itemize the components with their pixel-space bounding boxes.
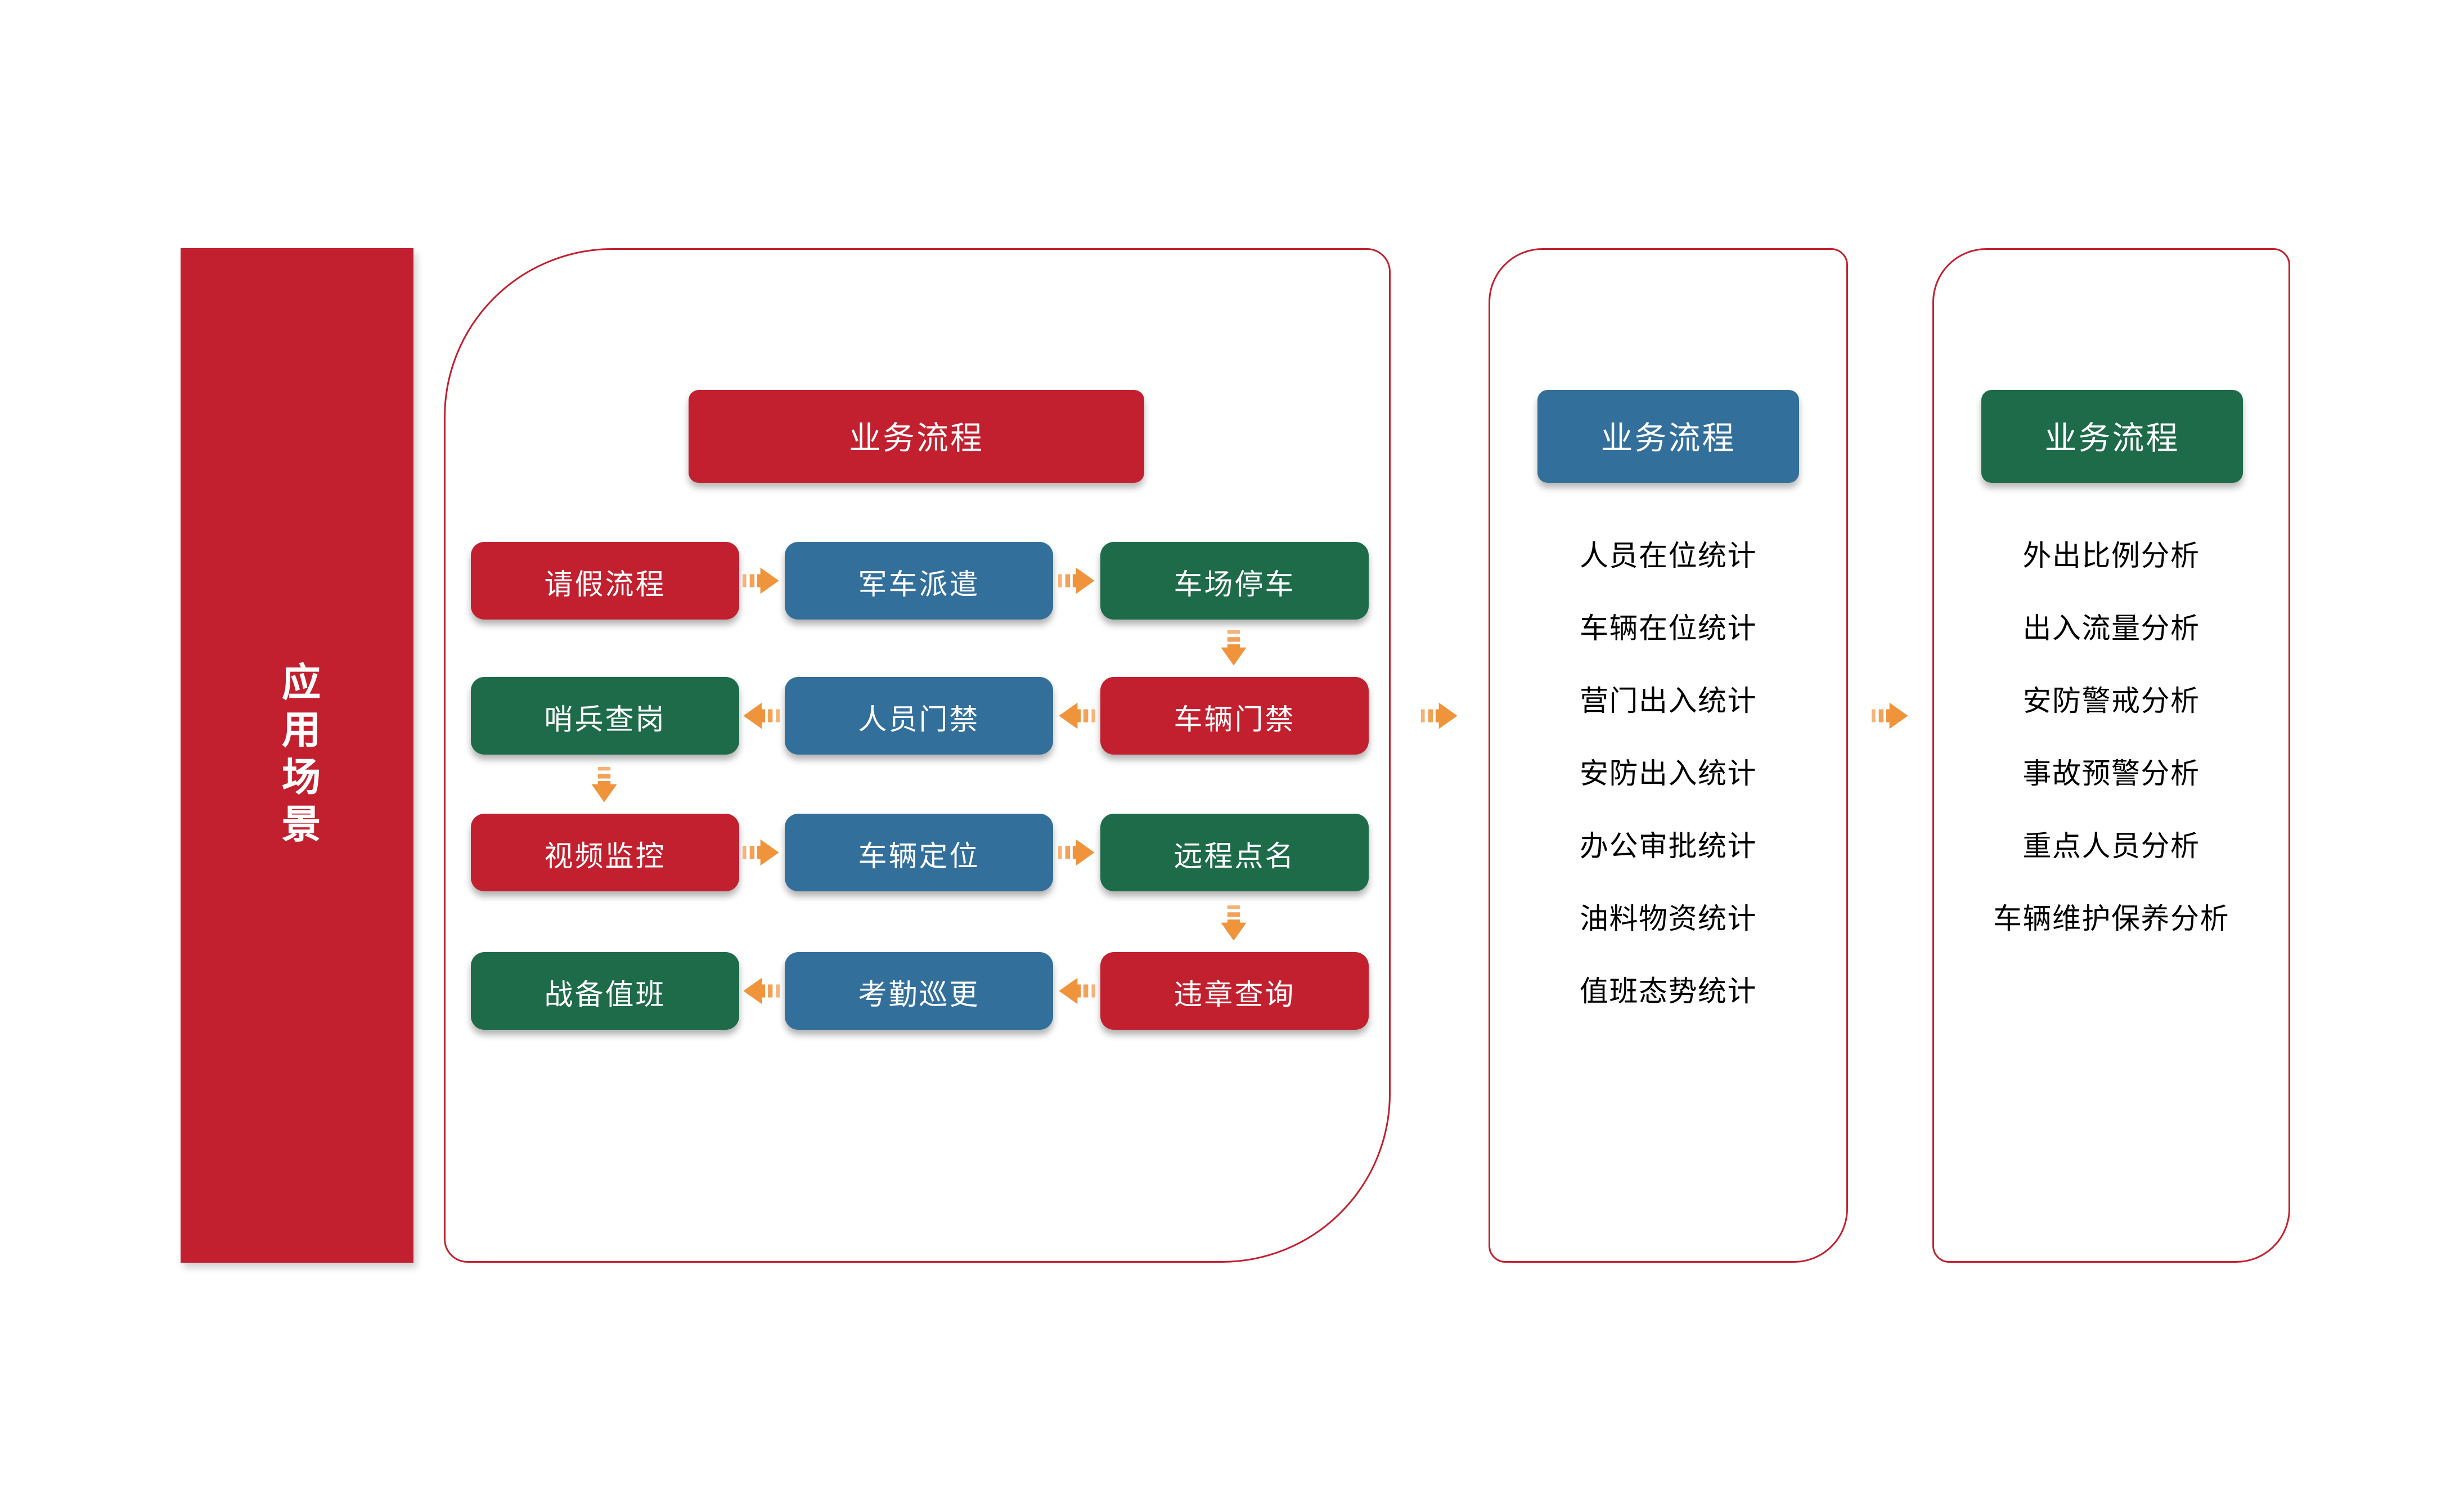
flow-box-vehicle-access: 车辆门禁	[1100, 677, 1369, 755]
flow-box-violation-query: 违章查询	[1100, 952, 1369, 1030]
list-item: 安防出入统计	[1580, 758, 1757, 790]
list-item: 出入流量分析	[2022, 613, 2200, 645]
list-item: 值班态势统计	[1580, 976, 1757, 1008]
flow-arrow-left-icon	[743, 976, 780, 1006]
list-item: 安防警戒分析	[2022, 685, 2200, 717]
flow-panel-header: 业务流程	[689, 390, 1144, 483]
flow-arrow-left-icon	[1058, 976, 1095, 1006]
analysis-list: 外出比例分析 出入流量分析 安防警戒分析 事故预警分析 重点人员分析 车辆维护保…	[1932, 520, 2290, 955]
flow-box-sentry-inspection: 哨兵查岗	[471, 677, 739, 755]
flow-arrow-down-icon	[1220, 901, 1247, 945]
list-item: 车辆维护保养分析	[1993, 903, 2229, 935]
list-item: 外出比例分析	[2022, 540, 2200, 572]
flow-box-remote-rollcall: 远程点名	[1100, 814, 1369, 891]
list-item: 营门出入统计	[1580, 685, 1757, 717]
flow-arrow-left-icon	[743, 701, 780, 731]
list-item: 办公审批统计	[1580, 831, 1757, 863]
list-item: 重点人员分析	[2022, 831, 2200, 863]
flow-box-attendance-patrol: 考勤巡更	[785, 952, 1053, 1030]
list-item: 油料物资统计	[1580, 903, 1757, 935]
flow-arrow-right-icon	[1058, 566, 1095, 596]
flow-box-vehicle-dispatch: 军车派遣	[785, 542, 1053, 620]
list-item: 人员在位统计	[1580, 540, 1757, 572]
flow-box-video-monitoring: 视频监控	[471, 814, 739, 891]
statistics-list: 人员在位统计 车辆在位统计 营门出入统计 安防出入统计 办公审批统计 油料物资统…	[1489, 520, 1848, 1028]
stats-panel-header: 业务流程	[1537, 390, 1799, 483]
application-scenario-label: 应用场景	[276, 661, 320, 850]
flow-arrow-down-icon	[1220, 626, 1247, 670]
flow-box-vehicle-location: 车辆定位	[785, 814, 1053, 891]
panel-connector-arrow-icon	[1872, 701, 1909, 731]
flow-box-combat-duty: 战备值班	[471, 952, 739, 1030]
panel-connector-arrow-icon	[1421, 701, 1458, 731]
flow-box-leave-process: 请假流程	[471, 542, 739, 620]
list-item: 事故预警分析	[2022, 758, 2200, 790]
analysis-panel-header: 业务流程	[1981, 390, 2243, 483]
flow-arrow-right-icon	[743, 837, 780, 868]
flow-arrow-right-icon	[1058, 837, 1095, 868]
application-scenario-banner: 应用场景	[181, 248, 413, 1263]
list-item: 车辆在位统计	[1580, 613, 1757, 645]
flow-box-personnel-access: 人员门禁	[785, 677, 1053, 755]
flow-arrow-left-icon	[1058, 701, 1095, 731]
flow-arrow-down-icon	[591, 763, 618, 807]
flow-box-lot-parking: 车场停车	[1100, 542, 1369, 620]
flow-arrow-right-icon	[743, 566, 780, 596]
